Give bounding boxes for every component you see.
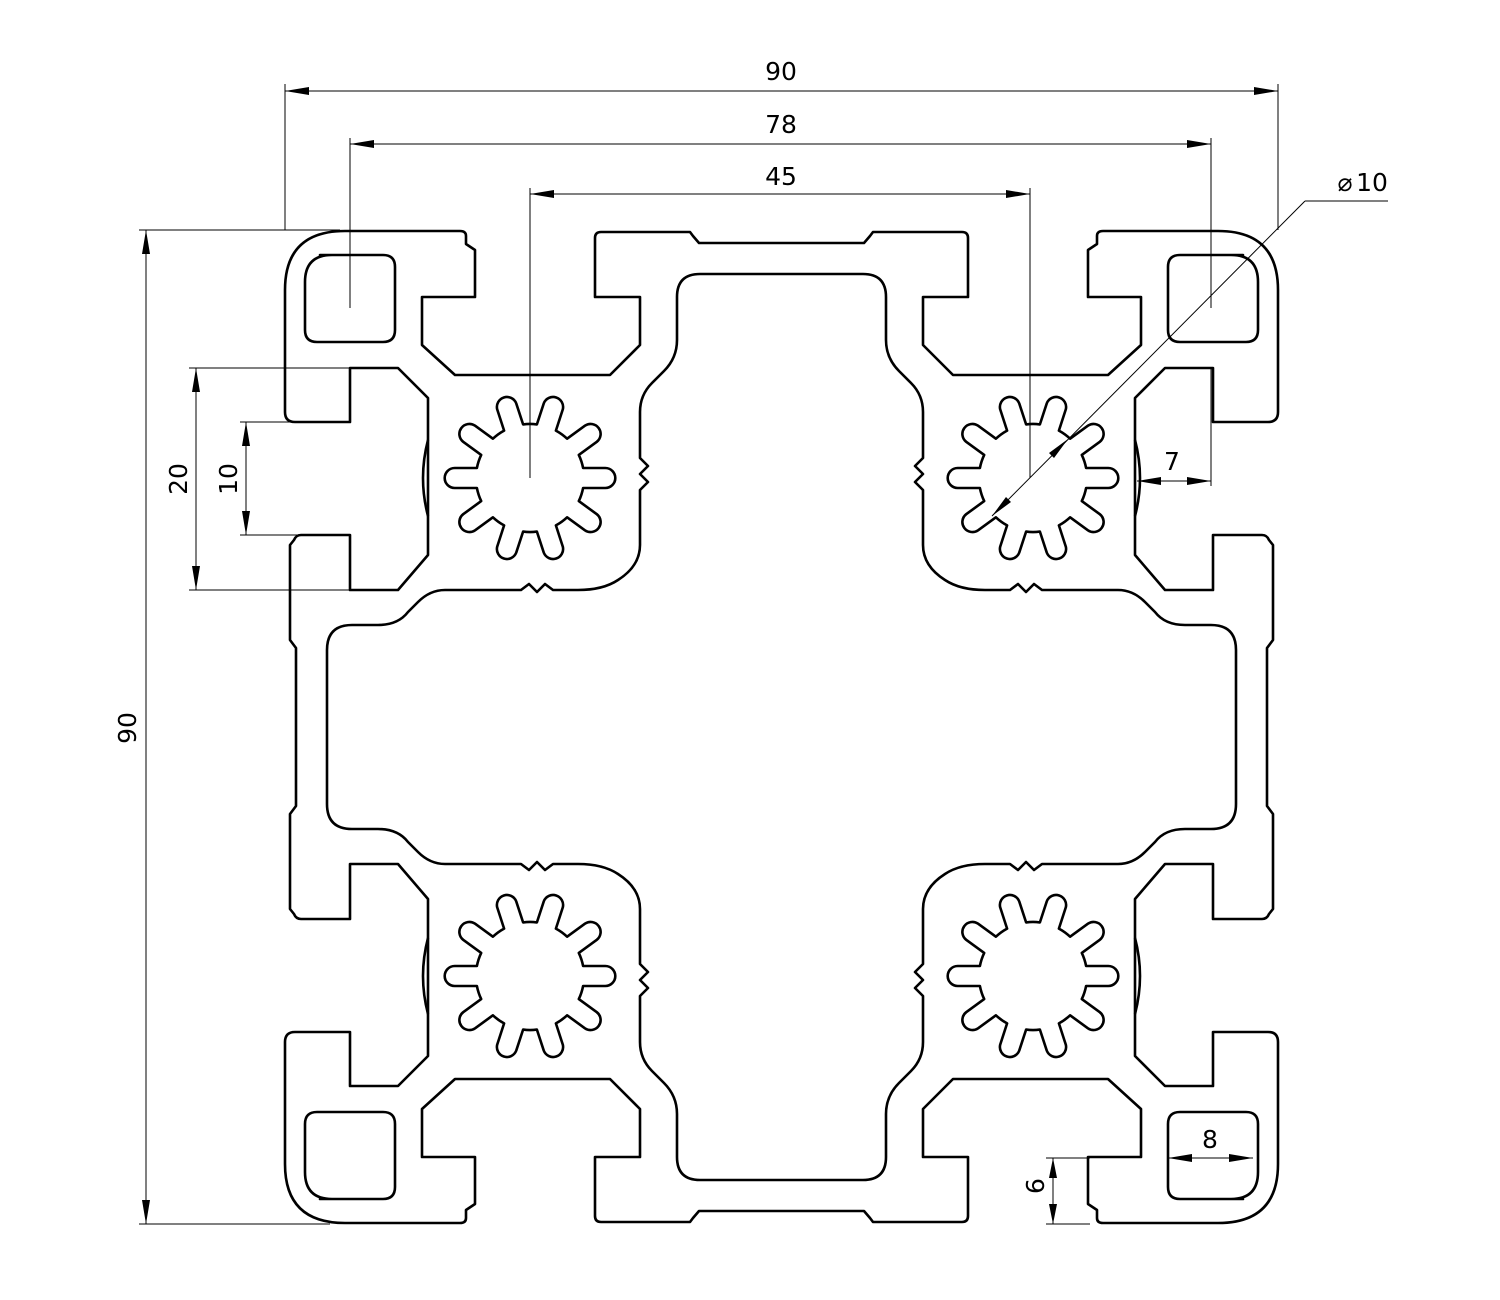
diameter-symbol: ⌀ — [1337, 168, 1352, 197]
dim-label-6: 6 — [1021, 1178, 1050, 1194]
quadrant-bottom-left — [283, 725, 783, 1225]
dim-label-diameter-10: 10 — [1356, 168, 1388, 197]
dim-overall-width: 90 — [284, 57, 1279, 230]
dim-label-90-height: 90 — [113, 712, 142, 744]
dim-label-10: 10 — [214, 463, 243, 495]
dim-label-8: 8 — [1202, 1125, 1218, 1154]
quadrant-top-left — [283, 229, 783, 729]
dim-pocket-width: 8 — [1168, 1125, 1253, 1162]
dim-label-20: 20 — [164, 463, 193, 495]
dim-bore-diameter: ⌀ 10 — [991, 168, 1388, 517]
dim-slot-opening-outer: 20 — [164, 367, 350, 591]
dim-label-45: 45 — [765, 162, 797, 191]
dim-wall-to-slot: 7 — [1137, 368, 1212, 486]
dim-label-78: 78 — [765, 110, 797, 139]
dim-bore-center-width: 45 — [529, 162, 1031, 478]
dim-slot-center-width: 78 — [349, 110, 1212, 308]
dim-slot-opening: 10 — [214, 421, 300, 536]
dim-label-90-width: 90 — [765, 57, 797, 86]
dim-label-7: 7 — [1164, 447, 1180, 476]
dim-overall-height: 90 — [113, 229, 340, 1225]
dim-lip-thickness: 6 — [1021, 1157, 1090, 1225]
